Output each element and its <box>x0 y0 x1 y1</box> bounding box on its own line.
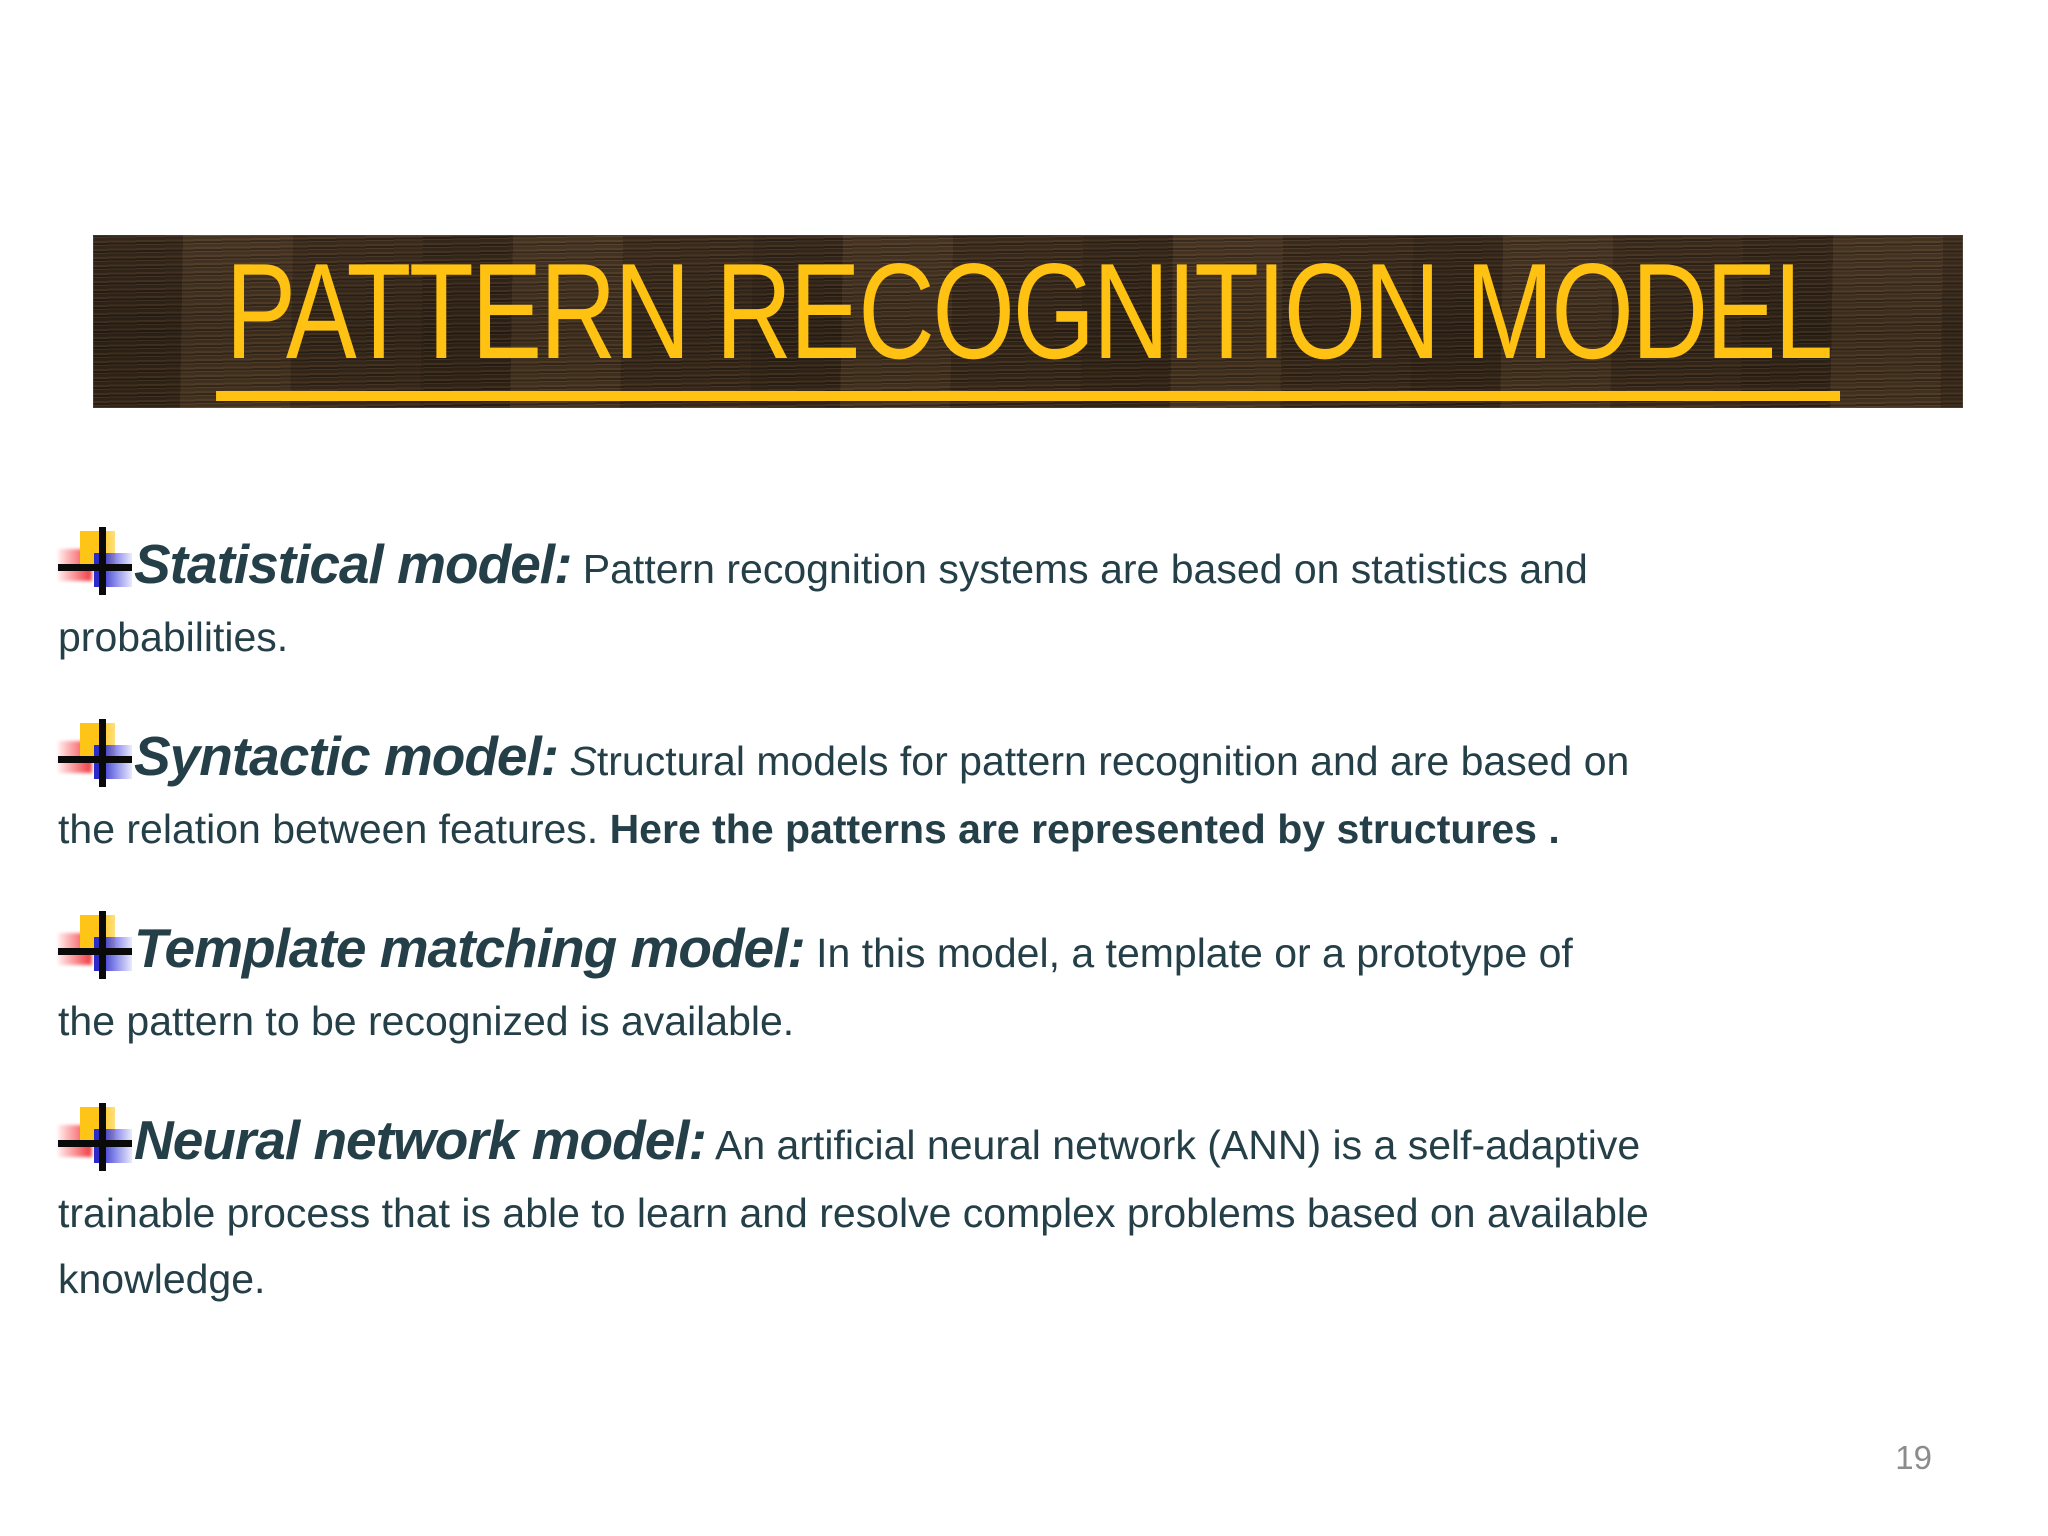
page-number: 19 <box>1895 1439 1932 1476</box>
bullet-plus-horizontal-bar <box>58 948 132 955</box>
plus-bullet-icon <box>58 911 132 979</box>
bullet-plus-vertical-bar <box>99 911 106 979</box>
bullet-plus-horizontal-bar <box>58 756 132 763</box>
plus-bullet-icon <box>58 719 132 787</box>
bullet-body: An artificial neural network (ANN) is a … <box>58 1122 1649 1302</box>
bullet-item-neural-network-model: Neural network model: An artificial neur… <box>58 1100 1990 1312</box>
bullet-plus-vertical-bar <box>99 527 106 595</box>
bullet-plus-vertical-bar <box>99 1103 106 1171</box>
bullet-plus-vertical-bar <box>99 719 106 787</box>
bullet-plus-horizontal-bar <box>58 1140 132 1147</box>
bullet-body: In this model, a template or a prototype… <box>58 930 1573 1044</box>
page-title-text: PATTERN RECOGNITION MODEL <box>215 243 1841 401</box>
bullet-plus-horizontal-bar <box>58 564 132 571</box>
bullet-item-syntactic-model: Syntactic model: Structural models for p… <box>58 716 1990 862</box>
title-banner: PATTERN RECOGNITION MODEL <box>93 235 1963 408</box>
bullet-body: tructural models for pattern recognition… <box>58 738 1630 852</box>
bullet-head: Template matching model: <box>134 917 806 979</box>
bullet-head: Statistical model: <box>134 533 572 595</box>
plus-bullet-icon <box>58 527 132 595</box>
page-title: PATTERN RECOGNITION MODEL <box>0 243 2048 401</box>
bullet-bold: Here the patterns are represented by str… <box>609 806 1560 852</box>
bullet-list: Statistical model: Pattern recognition s… <box>58 524 1990 1358</box>
bullet-lead: S <box>558 738 597 784</box>
bullet-item-template-matching-model: Template matching model: In this model, … <box>58 908 1990 1054</box>
bullet-head: Neural network model: <box>134 1109 707 1171</box>
bullet-head: Syntactic model: <box>134 725 559 787</box>
plus-bullet-icon <box>58 1103 132 1171</box>
bullet-body: Pattern recognition systems are based on… <box>58 546 1588 660</box>
bullet-item-statistical-model: Statistical model: Pattern recognition s… <box>58 524 1990 670</box>
